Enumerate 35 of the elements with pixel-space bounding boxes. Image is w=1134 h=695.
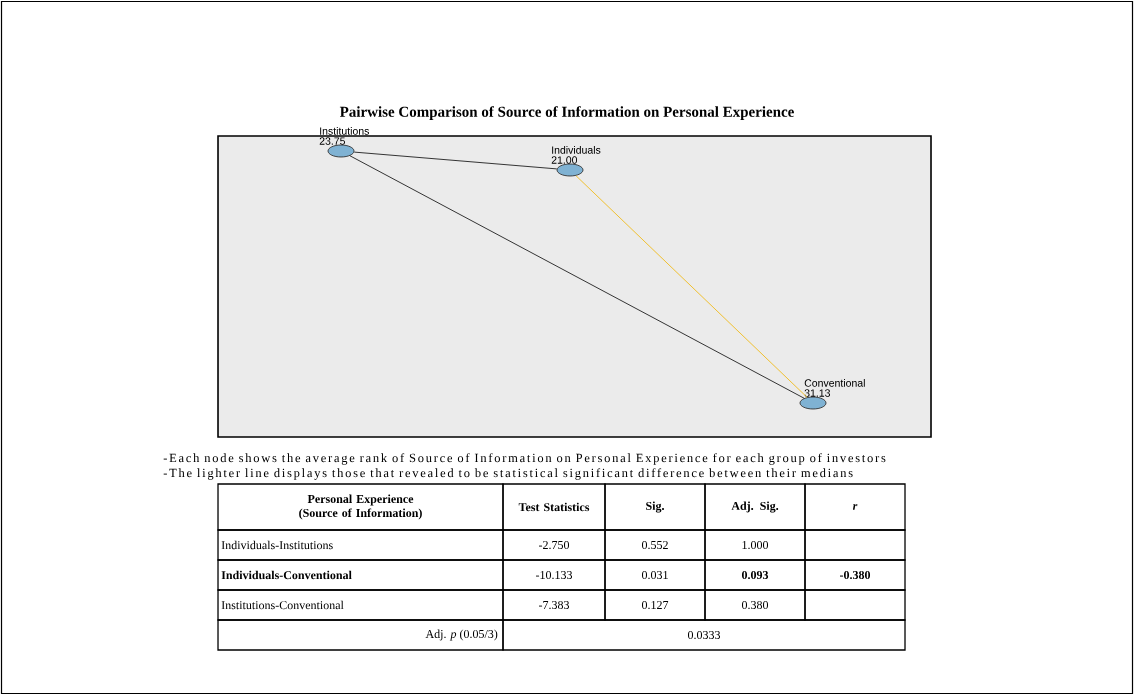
- node-label: 31.13: [804, 389, 831, 397]
- table-cell: Institutions-Conventional: [217, 589, 504, 621]
- table-cell: Adj. Sig.: [704, 483, 806, 531]
- node-label: Conventional: [804, 379, 865, 387]
- table-cell: 0.380: [704, 589, 806, 621]
- table-cell: 0.093: [704, 559, 806, 591]
- title: Pairwise Comparison of Source of Information on Personal Experience: [339, 106, 794, 120]
- table-cell: -10.133: [502, 559, 606, 591]
- connector-line: [575, 175, 808, 398]
- connector-line: [349, 155, 805, 399]
- table-cell: Adj. p (0.05/3): [217, 619, 504, 651]
- node-label: 23.75: [319, 137, 346, 145]
- connector-line: [353, 151, 558, 170]
- node-label: Individuals: [552, 146, 601, 154]
- table-cell: 0.552: [604, 529, 706, 561]
- table-cell: r: [804, 483, 906, 531]
- table-cell: Sig.: [604, 483, 706, 531]
- graph-node: Individuals 21.00: [551, 146, 601, 177]
- table-cell: 1.000: [704, 529, 806, 561]
- table-cell: -0.380: [804, 559, 906, 591]
- note: -The lighter line displays those that revealed to be statistical significant difference between their medians: [163, 468, 853, 480]
- graph-node: Institutions 23.75: [319, 127, 369, 158]
- note: -Each node shows the average rank of Source of Information on Personal Experience for each group of investors: [163, 453, 886, 465]
- table-cell: 0.127: [604, 589, 706, 621]
- table-cell: 0.031: [604, 559, 706, 591]
- table-cell: 0.0333: [502, 619, 906, 651]
- table-cell: Individuals-Conventional: [217, 559, 504, 591]
- table-cell: -7.383: [502, 589, 606, 621]
- table-cell: Individuals-Institutions: [217, 529, 504, 561]
- table-cell: -2.750: [502, 529, 606, 561]
- node-label: 21.00: [551, 156, 578, 164]
- table-cell: Personal Experience (Source of Information): [217, 483, 504, 531]
- node-label: Institutions: [320, 127, 369, 135]
- table-cell: Test Statistics: [502, 483, 606, 531]
- graph-node: Conventional 31.13: [799, 379, 865, 410]
